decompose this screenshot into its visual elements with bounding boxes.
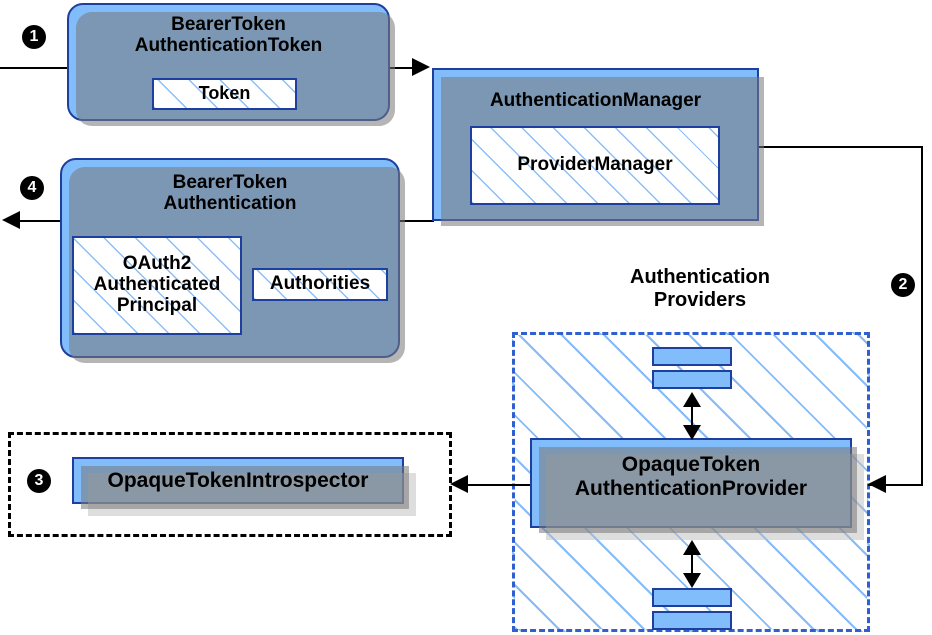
step-bullet-2: 2: [891, 273, 915, 297]
arrowhead-stack-top-down: [683, 425, 701, 440]
connector-token-to-manager: [388, 67, 418, 69]
provider-stack-bar-top-2: [652, 370, 732, 389]
connector-provider-to-introspector: [468, 484, 530, 486]
provider-stack-bar-bottom-1: [652, 588, 732, 607]
connector-request-in: [0, 67, 70, 69]
arrowhead-to-introspector: [450, 475, 468, 493]
group-caption-authentication-providers: Authentication Providers: [630, 266, 770, 311]
node-opaque-token-introspector[interactable]: OpaqueTokenIntrospector: [72, 457, 416, 516]
arrowhead-to-provider: [868, 475, 886, 493]
connector-manager-to-authentication: [398, 220, 434, 222]
arrowhead-stack-top-up: [683, 392, 701, 407]
arrowhead-to-manager: [412, 58, 430, 76]
connector-stack-top: [691, 398, 693, 434]
inner-box-oauth2-authenticated-principal[interactable]: OAuth2 Authenticated Principal: [72, 236, 242, 335]
connector-manager-to-bus: [758, 146, 923, 148]
node-bearer-token-authentication-token-title: BearerToken AuthenticationToken: [134, 14, 323, 57]
node-opaque-token-introspector-title: OpaqueTokenIntrospector: [107, 469, 369, 492]
arrowhead-stack-bottom-down: [683, 573, 701, 588]
connector-right-bus: [921, 146, 923, 485]
node-opaque-token-authentication-provider-title: OpaqueToken AuthenticationProvider: [574, 453, 808, 500]
provider-stack-bar-bottom-2: [652, 611, 732, 630]
step-bullet-4: 4: [20, 176, 44, 200]
provider-stack-bar-top-1: [652, 347, 732, 366]
arrowhead-stack-bottom-up: [683, 540, 701, 555]
inner-box-token[interactable]: Token: [152, 78, 297, 110]
node-bearer-token-authentication-title: BearerToken Authentication: [163, 172, 297, 215]
inner-box-provider-manager[interactable]: ProviderManager: [470, 126, 720, 205]
node-authentication-manager-title: AuthenticationManager: [489, 90, 702, 111]
node-bearer-token-authentication-token[interactable]: BearerToken AuthenticationToken: [67, 3, 395, 126]
connector-authentication-out: [18, 220, 64, 222]
node-opaque-token-authentication-provider[interactable]: OpaqueToken AuthenticationProvider: [530, 438, 864, 540]
connector-stack-bottom: [691, 546, 693, 582]
inner-box-authorities[interactable]: Authorities: [252, 268, 388, 301]
connector-bus-to-provider: [868, 484, 923, 486]
arrowhead-response-out: [2, 211, 20, 229]
step-bullet-1: 1: [22, 25, 46, 49]
step-bullet-3: 3: [27, 469, 51, 493]
